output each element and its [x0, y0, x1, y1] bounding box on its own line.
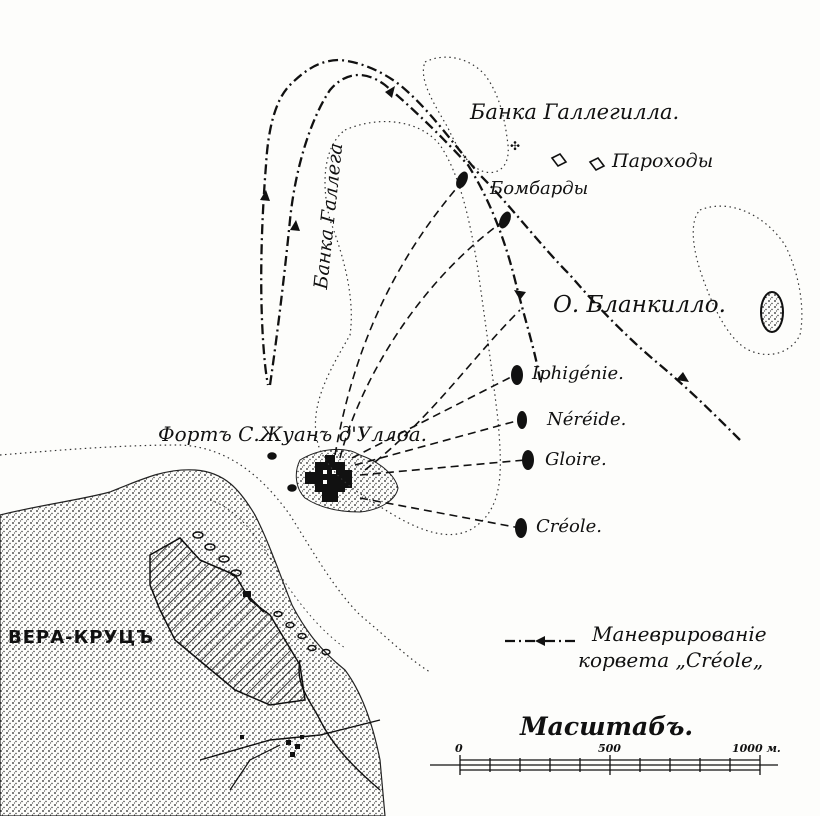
label-gallegilla-bank: Банка Галлегилла.	[470, 100, 680, 124]
ship-creole-marker	[515, 518, 527, 538]
bombard-1-marker	[456, 171, 468, 189]
city-area	[149, 537, 306, 706]
road	[199, 719, 381, 761]
gallega-shoal	[314, 120, 501, 536]
bombard-2-marker	[499, 211, 511, 229]
steamers	[550, 152, 606, 172]
scale-title: Масштабъ.	[520, 712, 694, 741]
gallegilla-shoal	[422, 56, 509, 174]
ship-iphigenie-marker	[511, 365, 523, 385]
scale-tick-0: 0	[455, 742, 463, 755]
label-city: ВЕРА-КРУЦЪ	[8, 627, 155, 648]
legend-arrow	[535, 636, 545, 646]
svg-text:✣: ✣	[510, 139, 520, 153]
blankillo-island	[760, 291, 784, 333]
scale-bar	[430, 755, 778, 775]
label-ship-gloire: Gloire.	[545, 449, 607, 470]
road-2	[229, 744, 281, 791]
scale-tick-500: 500	[598, 742, 621, 755]
gallegilla-reefs: ✣	[510, 139, 520, 153]
fire-lines	[334, 189, 526, 529]
creole-maneuver-path-2	[268, 73, 542, 386]
label-steamers: Пароходы	[612, 150, 714, 172]
blankillo-shoal	[692, 205, 803, 356]
legend-line-2: корвета „Créole„	[578, 648, 764, 672]
label-fort: Фортъ С.Жуанъ д'Уллоа.	[158, 422, 428, 446]
label-ship-iphigenie: Iphigénie.	[532, 363, 624, 384]
legend-line-1: Маневрированіе	[592, 622, 767, 646]
jetty	[247, 595, 265, 613]
jetty-head	[243, 591, 251, 597]
scale-tick-1000: 1000 м.	[732, 742, 781, 755]
coast-offset-line	[0, 444, 431, 673]
fort-structure	[305, 455, 352, 502]
maneuver-arrows	[260, 86, 689, 382]
ship-gloire-marker	[522, 450, 534, 470]
ships	[456, 171, 534, 538]
creole-maneuver-path	[260, 58, 741, 441]
buildings	[240, 735, 304, 757]
label-ship-creole: Créole.	[536, 516, 602, 537]
label-ship-nereide: Néréide.	[547, 409, 627, 430]
ship-nereide-marker	[517, 411, 527, 429]
label-bombards: Бомбарды	[490, 178, 589, 199]
river	[298, 659, 381, 791]
label-blankillo-island: О. Бланкилло.	[553, 292, 726, 318]
shore-reefs	[192, 452, 331, 656]
